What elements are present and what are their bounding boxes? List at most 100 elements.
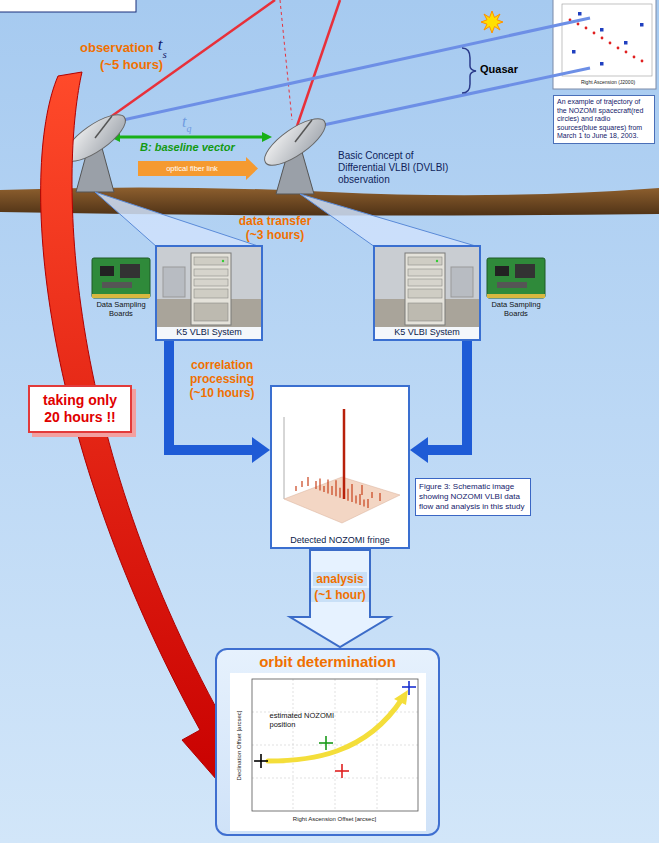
antenna-right-part [258,111,332,174]
brace [462,48,476,93]
k5-system-photo-part [194,303,228,321]
antenna-left-part [95,116,112,138]
result-panel: orbit determination estimated NOZOMI pos… [215,648,440,836]
signal-beams-part [280,0,292,120]
fringe-plot-part-part [331,486,332,495]
source-label: Quasar [480,63,518,76]
fringe-plot-part-part [327,479,328,493]
orbit-plot-part [230,673,426,831]
caption-text: An example of trajectory of the NOZOMI s… [557,98,651,141]
fringe-plot-part [296,477,380,508]
fringe-plot-part [284,417,285,499]
fringe-plot-part-part [371,492,372,498]
sampling-board-photo-part [100,266,114,276]
orbit-plot-part-part [408,681,410,695]
fringe-box: Detected NOZOMI fringe [270,385,410,549]
stage-label: analysis [313,572,366,586]
signal-beams-part [100,18,590,125]
k5-system-photo-part [408,269,442,276]
orbit-plot [230,673,426,831]
fringe-plot-part [284,477,400,523]
k5-system-photo-part [451,267,473,297]
k5-system-photo-part [194,279,228,286]
fringe-plot-part-part [355,496,356,504]
signal-beams-part [295,0,340,132]
k5-system-photo-part [163,267,185,297]
k5-system-photo-part [194,289,228,298]
system-label: K5 VLBI System [176,327,242,339]
fringe-plot-part-part [307,477,308,486]
fringe-plot-part-part [315,481,316,489]
hollow-arrow [290,550,390,647]
trajectory-chart-part [562,4,652,76]
caption-box: An example of trajectory of the NOZOMI s… [553,95,655,144]
fringe-plot-part [272,387,408,535]
sampling-board-photo-part [102,282,132,288]
trajectory-chart-part [640,23,644,27]
sampling-board-photo-part [120,264,140,278]
orbit-plot-part-part [252,778,418,779]
highlight-text: taking only 20 hours !! [38,392,122,426]
k5-system-photo-part [408,303,442,321]
orbit-plot-part [319,736,333,750]
delay-symbol: t [182,113,186,130]
trajectory-chart [553,0,656,89]
system-label: K5 VLBI System [394,327,460,339]
stage-label: observation [80,40,154,56]
trajectory-chart-part [553,0,656,89]
orbit-plot-part [335,764,349,778]
trajectory-chart-part [585,27,588,30]
duration-label: (~3 hours) [225,228,325,242]
k5-system-photo-part [191,253,231,325]
delay-subscript: q [186,123,191,134]
board-label: Data Sampling Boards [89,300,153,318]
orbit-plot-part-part [325,736,327,750]
fringe-plot-part-part [335,480,336,496]
k5-system-photo [157,247,261,327]
trajectory-chart-part [572,50,576,54]
fringe-plot-part-part [359,494,360,505]
k5-system-photo-part [436,260,438,262]
sampling-board-photo [487,258,545,298]
k5-system-photo [375,247,479,327]
orbit-plot-part [394,690,408,705]
orbit-plot-part [252,679,418,811]
concept-label: Basic Concept of Differential VLBI (DVLB… [338,150,450,186]
orbit-plot-part [252,679,418,811]
orbit-plot-part-part [341,764,343,778]
k5-system-photo-part [408,257,442,265]
arrowhead [410,437,428,463]
trajectory-chart-part [609,42,612,45]
sampling-board-photo-part [92,294,150,298]
orbit-plot-part-part [260,754,262,768]
axis-label: Right Ascension Offset [arcsec] [252,816,418,823]
orbit-plot-part-part [334,679,335,811]
trajectory-chart-part [593,32,596,35]
fringe-plot-part-part [323,486,324,492]
board-label: Data Sampling Boards [484,300,548,318]
fringe-label: Detected NOZOMI fringe [290,535,390,547]
trajectory-chart-part [633,56,636,59]
orbit-plot-part-part [252,745,418,746]
orbit-plot-part [254,754,268,768]
k5-system-photo-part [408,289,442,298]
fringe-plot-part-part [367,499,368,508]
fringe-plot-part-part [295,486,296,491]
k5-system-photo-part [157,247,261,327]
trajectory-chart-part [600,62,604,66]
k5-system-photo-part [375,247,479,327]
fringe-plot-part-part [301,481,302,487]
cut-box [0,0,136,12]
sampling-board-photo-part [497,282,527,288]
baseline-label: B: baseline vector [140,141,235,154]
baseline-arrow-part [262,132,272,142]
fringe-plot-part-part [319,479,320,491]
highlight-box: taking only 20 hours !! [28,385,132,433]
orbit-plot-part [268,699,402,761]
fringe-plot [272,387,408,535]
fiber-link-bar [138,157,258,180]
connector-line [427,341,467,450]
axis-label: Right Ascension (J2000) [565,79,651,85]
sampling-board-photo-part [487,294,545,298]
